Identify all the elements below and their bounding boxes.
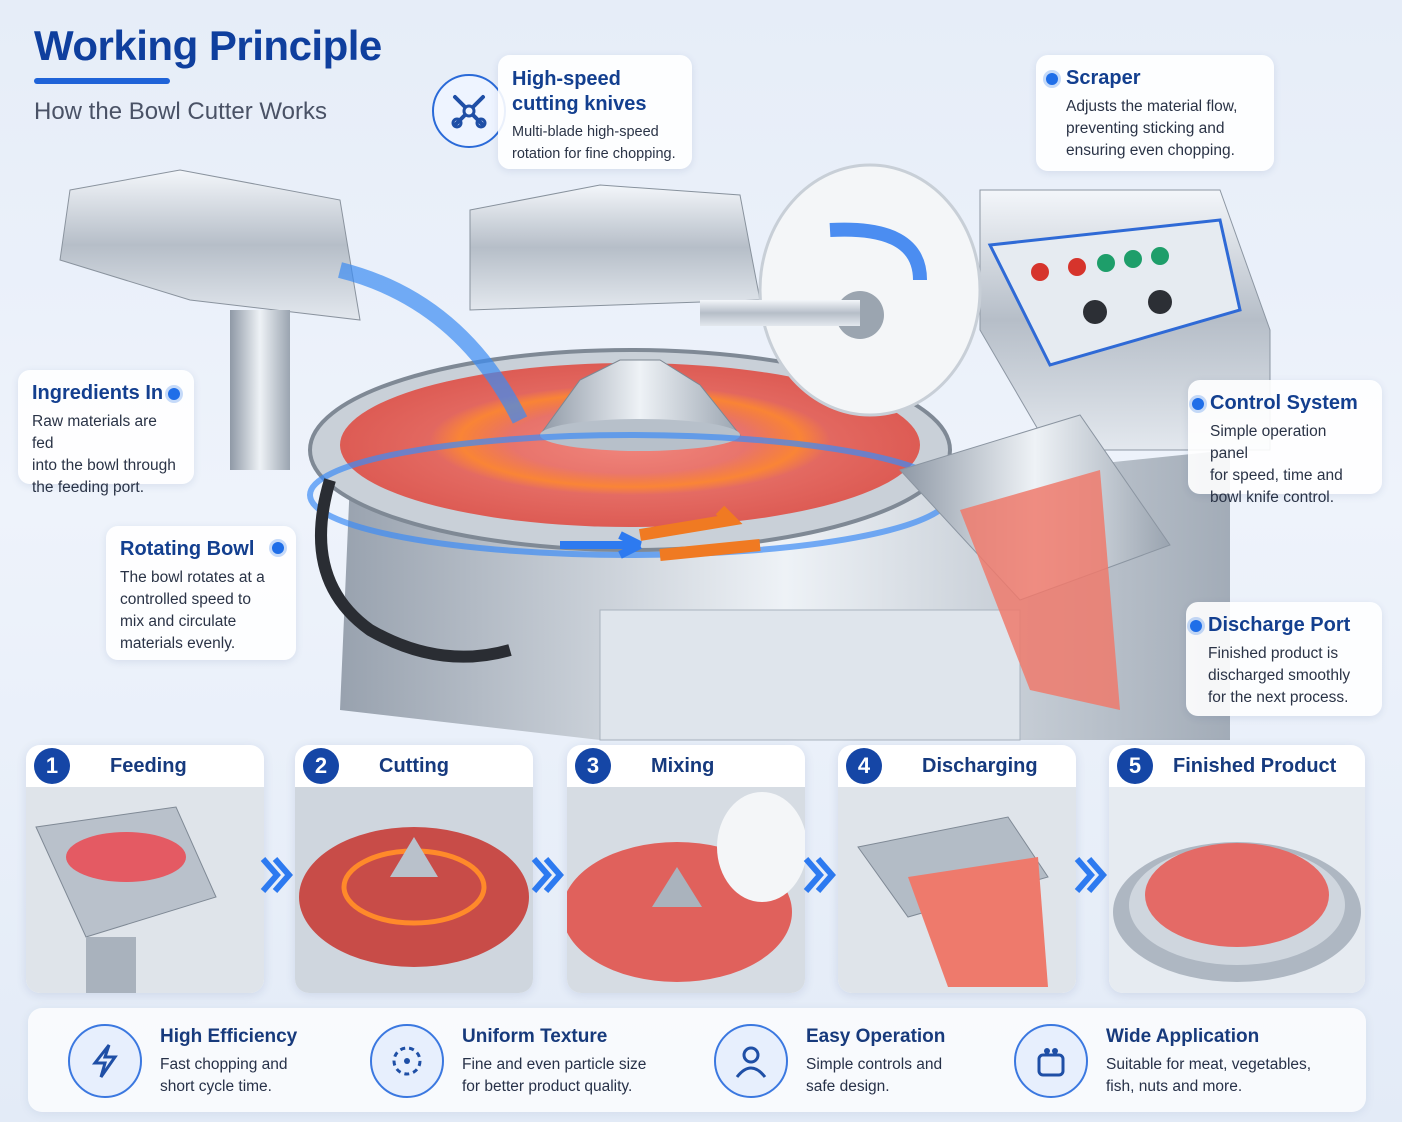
knives-title-line1: High-speed: [512, 68, 621, 90]
feature-desc-line1: Suitable for meat, vegetables,: [1106, 1056, 1312, 1073]
ingredients-dot: [168, 388, 180, 400]
chevron-right-icon: [803, 857, 836, 893]
feature-desc-line1: Fine and even particle size: [462, 1056, 647, 1073]
feature-uniform-texture: Uniform Texture Fine and even particle s…: [370, 1008, 690, 1112]
step-label: Cutting: [379, 754, 449, 777]
bowl-desc-line4: materials evenly.: [120, 635, 236, 652]
step-mixing: 3 Mixing: [567, 745, 805, 993]
callout-rotating-bowl: Rotating Bowl The bowl rotates at a cont…: [106, 526, 296, 660]
control-title: Control System: [1210, 392, 1358, 414]
chevron-right-icon: [1074, 857, 1107, 893]
page-subtitle: How the Bowl Cutter Works: [34, 98, 327, 125]
feature-desc-line2: safe design.: [806, 1078, 890, 1095]
cutting-image: [295, 787, 533, 993]
chevron-right-icon: [531, 857, 564, 893]
chevron-right-icon: [260, 857, 293, 893]
discharge-desc-line2: discharged smoothly: [1208, 667, 1351, 684]
step-feeding: 1 Feeding: [26, 745, 264, 993]
ingredients-title: Ingredients In: [32, 382, 164, 404]
ingredients-desc-line3: the feeding port.: [32, 479, 145, 496]
knives-desc-line1: Multi-blade high-speed: [512, 124, 659, 140]
scraper-desc-line3: ensuring even chopping.: [1066, 142, 1235, 159]
callout-scraper: Scraper Adjusts the material flow, preve…: [1036, 55, 1274, 171]
finished-product-image: [1109, 787, 1365, 993]
step-number: 4: [846, 748, 882, 784]
callout-ingredients-in: Ingredients In Raw materials are fed int…: [18, 370, 194, 496]
step-label: Feeding: [110, 754, 187, 777]
discharge-dot: [1190, 620, 1202, 632]
control-dot: [1192, 398, 1204, 410]
step-finished-product: 5 Finished Product: [1109, 745, 1365, 993]
scraper-desc-line2: preventing sticking and: [1066, 120, 1225, 137]
scraper-dot: [1046, 73, 1058, 85]
features-bar: High Efficiency Fast chopping and short …: [28, 1008, 1366, 1112]
scraper-desc-line1: Adjusts the material flow,: [1066, 98, 1238, 115]
discharge-title: Discharge Port: [1208, 614, 1351, 636]
bowl-cutter-illustration: [59, 163, 1271, 741]
feature-title: Uniform Texture: [462, 1026, 608, 1047]
feature-title: Wide Application: [1106, 1026, 1260, 1047]
feature-title: Easy Operation: [806, 1026, 946, 1047]
feature-desc-line2: fish, nuts and more.: [1106, 1078, 1243, 1095]
discharging-image: [838, 787, 1076, 993]
feature-desc-line1: Simple controls and: [806, 1056, 943, 1073]
control-desc-line3: bowl knife control.: [1210, 489, 1335, 506]
control-desc-line1: Simple operation panel: [1210, 423, 1327, 462]
step-number: 1: [34, 748, 70, 784]
bowl-desc-line1: The bowl rotates at a: [120, 569, 265, 586]
particles-icon: [370, 1024, 444, 1098]
step-label: Discharging: [922, 754, 1038, 777]
knives-title-line2: cutting knives: [512, 93, 647, 115]
lightning-icon: [68, 1024, 142, 1098]
step-number: 5: [1117, 748, 1153, 784]
feature-desc-line1: Fast chopping and: [160, 1056, 288, 1073]
bowl-desc-line2: controlled speed to: [120, 591, 251, 608]
bowl-dot: [272, 542, 284, 554]
knives-desc-line2: rotation for fine chopping.: [512, 146, 676, 162]
ingredients-desc-line1: Raw materials are fed: [32, 413, 157, 452]
step-discharging: 4 Discharging: [838, 745, 1076, 993]
food-icon: [1014, 1024, 1088, 1098]
feature-title: High Efficiency: [160, 1026, 298, 1047]
feature-wide-application: Wide Application Suitable for meat, vege…: [1014, 1008, 1354, 1112]
mixing-image: [567, 787, 805, 993]
step-label: Mixing: [651, 754, 715, 777]
step-label: Finished Product: [1173, 754, 1337, 777]
feature-easy-operation: Easy Operation Simple controls and safe …: [714, 1008, 1014, 1112]
page-title: Working Principle: [34, 22, 382, 69]
callout-control-system: Control System Simple operation panel fo…: [1188, 380, 1382, 506]
title-underline: [34, 78, 170, 84]
step-cutting: 2 Cutting: [295, 745, 533, 993]
crossed-knives-icon: [432, 74, 506, 148]
scraper-title: Scraper: [1066, 67, 1141, 89]
callout-cutting-knives: High-speed cutting knives Multi-blade hi…: [498, 55, 692, 169]
ingredients-desc-line2: into the bowl through: [32, 457, 176, 474]
discharge-desc-line1: Finished product is: [1208, 645, 1339, 662]
feature-high-efficiency: High Efficiency Fast chopping and short …: [68, 1008, 368, 1112]
feature-desc-line2: short cycle time.: [160, 1078, 272, 1095]
step-number: 3: [575, 748, 611, 784]
step-number: 2: [303, 748, 339, 784]
discharge-desc-line3: for the next process.: [1208, 689, 1349, 706]
callout-discharge-port: Discharge Port Finished product is disch…: [1186, 602, 1382, 716]
bowl-desc-line3: mix and circulate: [120, 613, 237, 630]
feature-desc-line2: for better product quality.: [462, 1078, 633, 1095]
user-icon: [714, 1024, 788, 1098]
bowl-title: Rotating Bowl: [120, 538, 255, 560]
feeding-image: [26, 787, 264, 993]
control-desc-line2: for speed, time and: [1210, 467, 1343, 484]
